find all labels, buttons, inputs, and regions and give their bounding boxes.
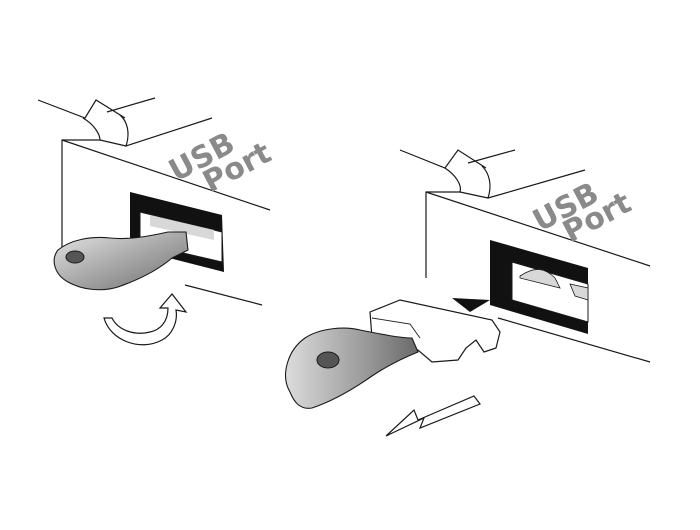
- triangle-marker-icon: [452, 298, 490, 312]
- pull-out-arrow-icon: [385, 395, 481, 437]
- left-key: [53, 231, 189, 291]
- right-usb-port: [490, 240, 589, 334]
- left-panel: USB Port: [37, 97, 277, 346]
- right-panel: USB Port: [285, 149, 651, 437]
- right-device-body: [399, 149, 651, 363]
- right-key: [285, 327, 419, 409]
- curved-rotate-arrow-icon: [103, 293, 188, 346]
- usb-lock-plug: [369, 299, 501, 363]
- left-device-body: [37, 97, 271, 306]
